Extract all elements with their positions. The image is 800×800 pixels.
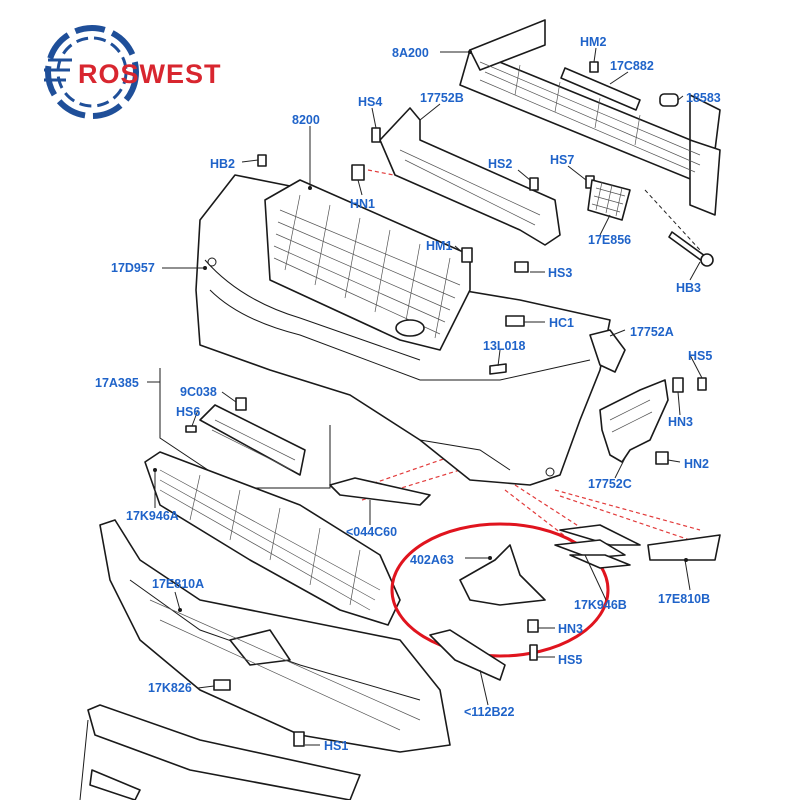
logo-inner-ring <box>56 36 128 108</box>
part-17k826 <box>213 679 231 691</box>
label-17k946a: 17K946A <box>126 509 179 523</box>
part-112b22 <box>429 629 506 681</box>
label-hc1: HC1 <box>549 316 574 330</box>
guide-17e810b-a <box>554 489 701 531</box>
label-hb2: HB2 <box>210 157 235 171</box>
label-17752c: 17752C <box>588 477 632 491</box>
part-hc1 <box>505 315 525 327</box>
label-17k826: 17K826 <box>148 681 192 695</box>
part-hn1 <box>351 164 365 181</box>
part-8a200 <box>459 19 721 216</box>
label-hn3-lower: HN3 <box>558 622 583 636</box>
label-044c60: <044C60 <box>346 525 397 539</box>
label-hn1: HN1 <box>350 197 375 211</box>
label-17k946b: 17K946B <box>574 598 627 612</box>
guide-17e810b-b <box>559 495 691 541</box>
part-hs2 <box>529 177 539 191</box>
leader-lines <box>147 47 703 746</box>
brand-logo: ROSWEST <box>44 25 222 119</box>
part-17752c <box>599 379 669 463</box>
part-044c60 <box>329 477 431 506</box>
label-8a200: 8A200 <box>392 46 429 60</box>
label-9c038: 9C038 <box>180 385 217 399</box>
part-9c038 <box>235 397 247 411</box>
label-hs5-upper: HS5 <box>688 349 712 363</box>
part-17e856 <box>587 179 631 221</box>
part-17k946a <box>144 451 401 626</box>
part-8200 <box>264 179 471 351</box>
label-17d957: 17D957 <box>111 261 155 275</box>
label-hs5-lower: HS5 <box>558 653 582 667</box>
label-17e810a: 17E810A <box>152 577 204 591</box>
part-hs1 <box>293 731 305 747</box>
part-17752b <box>379 107 561 246</box>
part-18583 <box>659 93 679 107</box>
part-17c882 <box>560 67 641 111</box>
highlight-circle <box>390 522 610 658</box>
part-labels: 8A200 HM2 17C882 18583 HS4 17752B 8200 H… <box>95 35 721 753</box>
part-hs6 <box>185 425 197 433</box>
label-17752a: 17752A <box>630 325 674 339</box>
part-hs3 <box>514 261 529 273</box>
label-hb3: HB3 <box>676 281 701 295</box>
part-17752a <box>589 329 626 373</box>
label-17c882: 17C882 <box>610 59 654 73</box>
label-112b22: <112B22 <box>464 705 514 719</box>
part-13l018 <box>489 363 507 375</box>
label-hs6: HS6 <box>176 405 200 419</box>
part-hb3 <box>668 231 714 267</box>
guide-402-a <box>504 489 571 541</box>
label-8200: 8200 <box>292 113 320 127</box>
logo-text: ROSWEST <box>78 59 222 89</box>
label-hm1: HM1 <box>426 239 452 253</box>
part-hm1 <box>461 247 473 263</box>
label-402a63: 402A63 <box>410 553 454 567</box>
part-hs4 <box>371 127 381 143</box>
part-17e810b <box>647 534 721 561</box>
label-hs1: HS1 <box>324 739 348 753</box>
part-hn3-lower <box>527 619 539 633</box>
part-402a63 <box>459 544 546 606</box>
label-hs4: HS4 <box>358 95 382 109</box>
part-17k946b <box>554 524 641 569</box>
label-hm2: HM2 <box>580 35 606 49</box>
part-hs5-lower <box>529 644 538 661</box>
label-hn2: HN2 <box>684 457 709 471</box>
label-17e856: 17E856 <box>588 233 631 247</box>
part-hm2 <box>589 61 599 73</box>
label-17752b: 17752B <box>420 91 464 105</box>
logo-ring <box>45 25 139 119</box>
part-bottom-lip <box>79 704 361 800</box>
label-hs3: HS3 <box>548 266 572 280</box>
part-hn3-upper <box>672 377 684 393</box>
label-hs7: HS7 <box>550 153 574 167</box>
part-plate-bracket <box>199 404 306 476</box>
logo-speed-lines <box>44 58 72 82</box>
label-18583: 18583 <box>686 91 721 105</box>
part-hb2 <box>257 154 267 167</box>
label-hs2: HS2 <box>488 157 512 171</box>
part-hn2 <box>655 451 669 465</box>
part-hs5-upper <box>697 377 707 391</box>
label-17e810b: 17E810B <box>658 592 710 606</box>
label-hn3-upper: HN3 <box>668 415 693 429</box>
leader-dots <box>153 50 688 612</box>
label-13l018: 13L018 <box>483 339 525 353</box>
label-17a385: 17A385 <box>95 376 139 390</box>
part-17e810a <box>99 519 451 753</box>
